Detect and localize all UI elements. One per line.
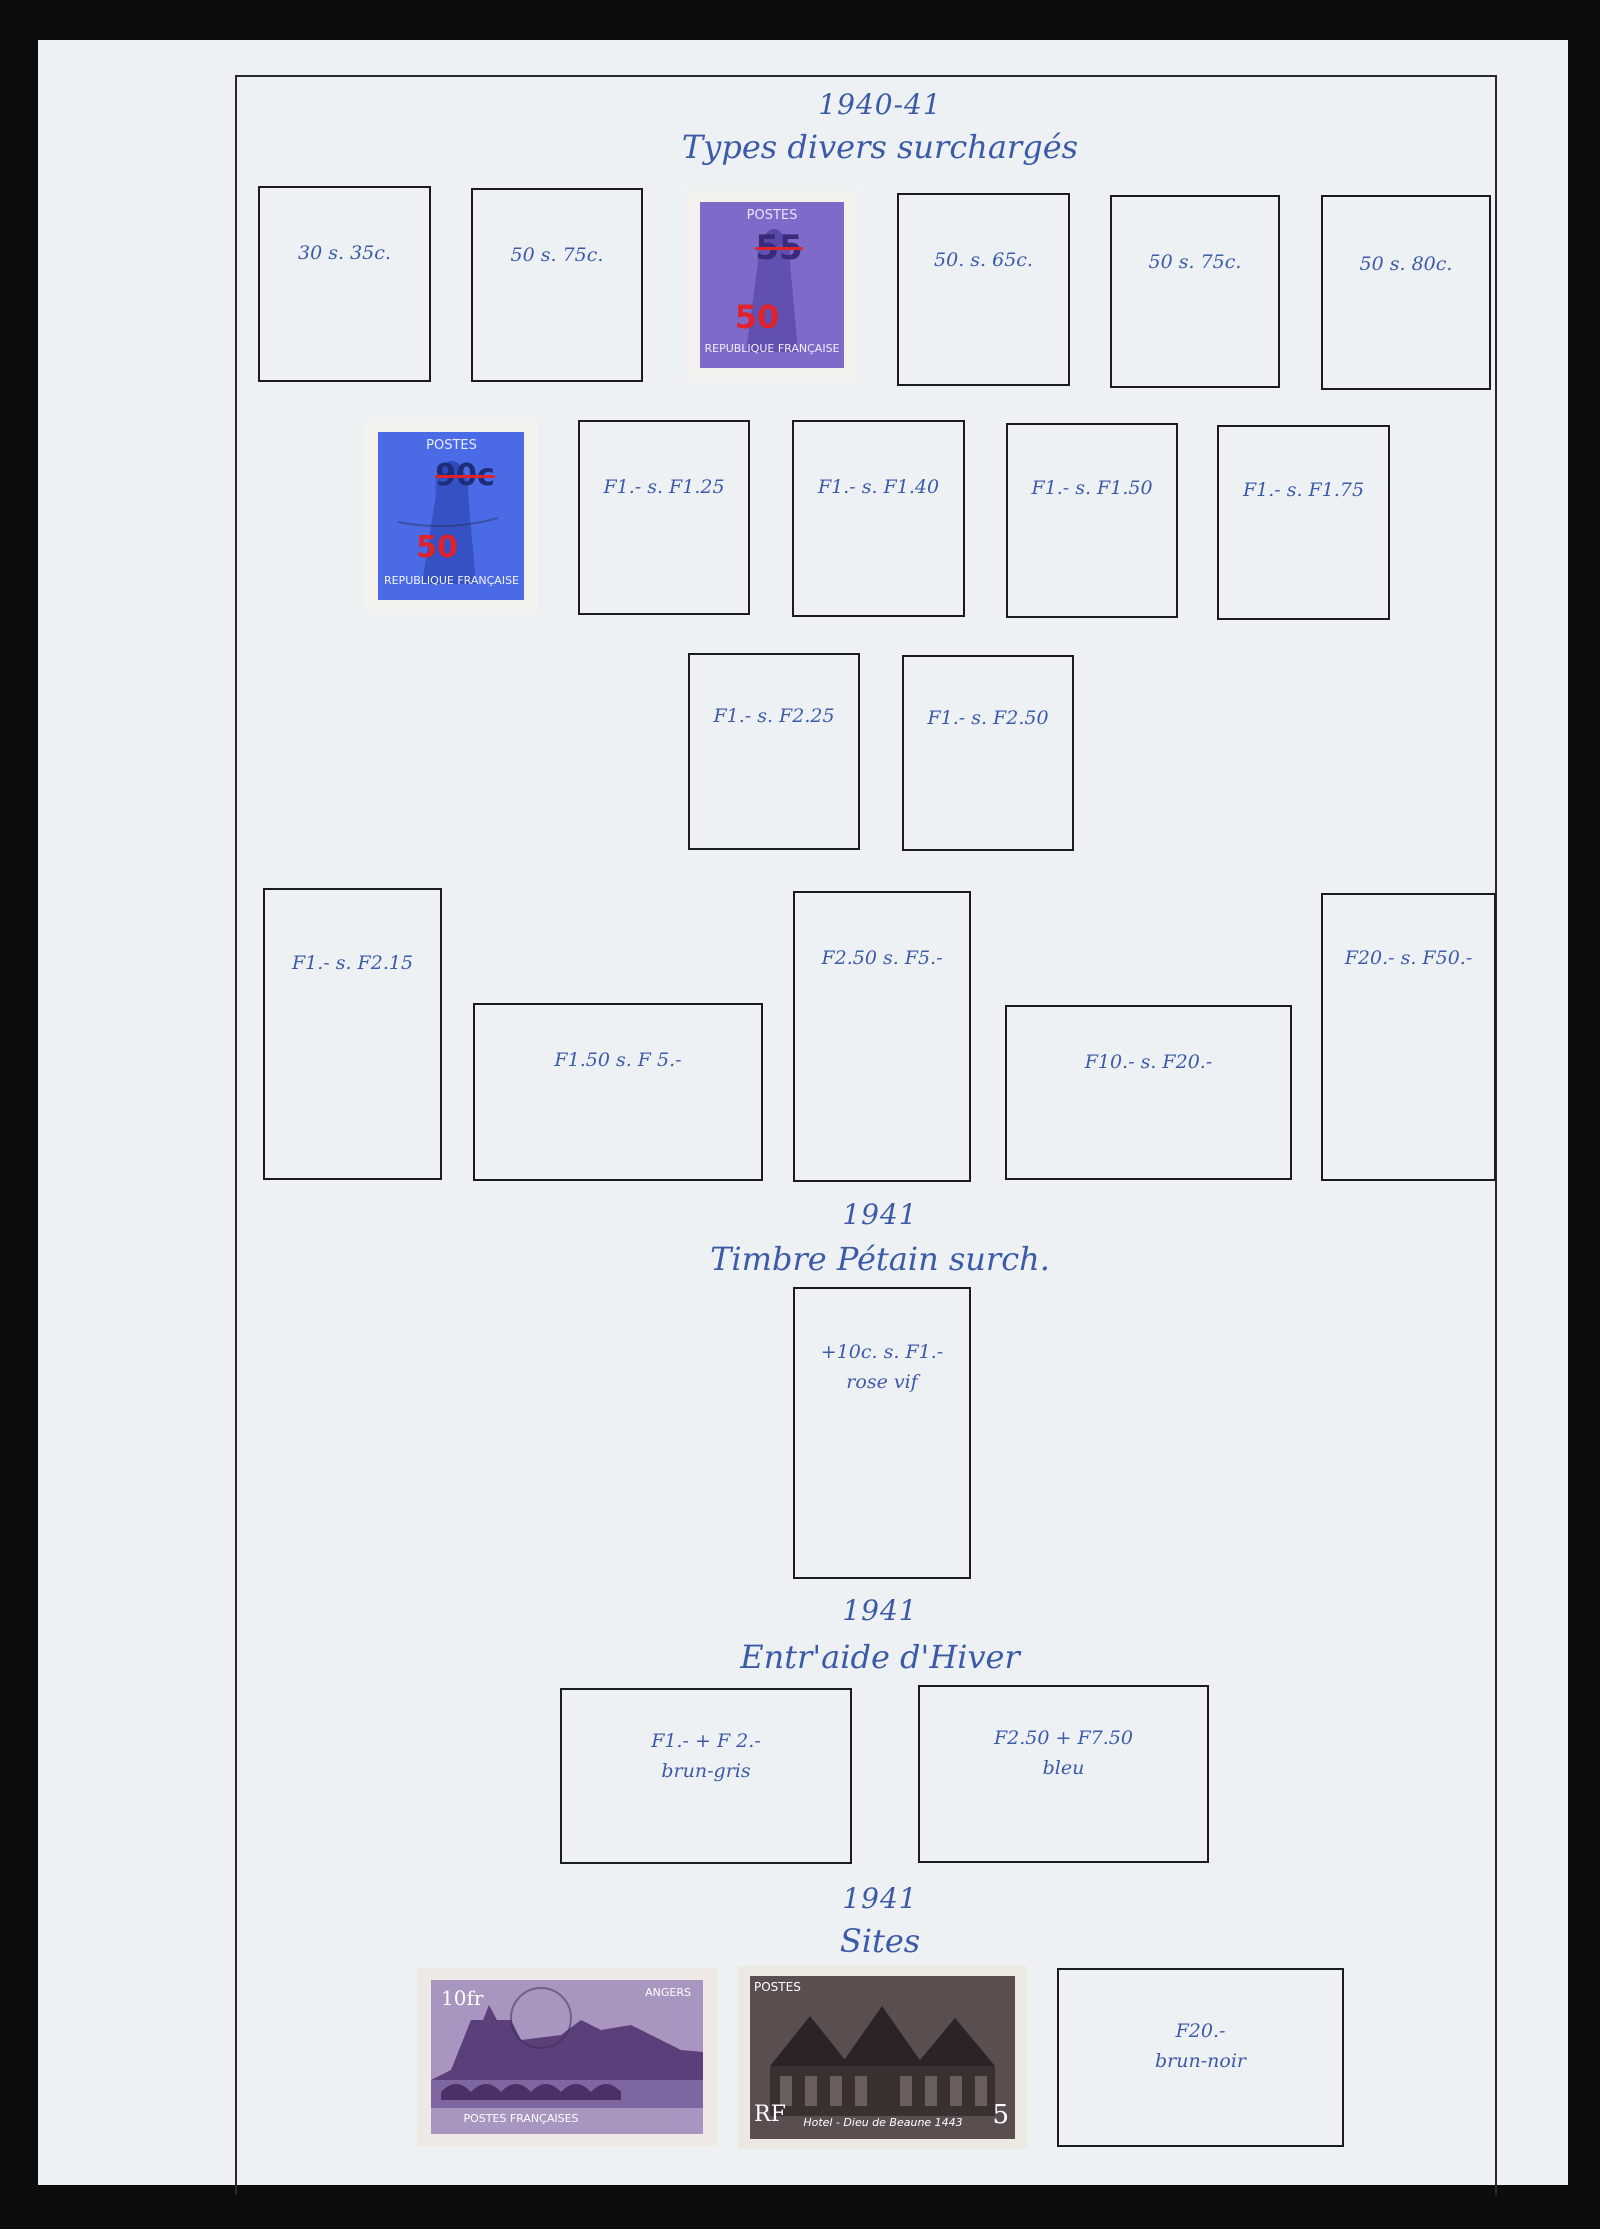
stamp-angers: 10fr ANGERS POSTES FRANÇAISES <box>417 1968 717 2146</box>
stamp-old-value: 55 <box>755 228 803 268</box>
slot-label: brun-gris <box>661 1760 751 1782</box>
stamp-slot: F1.- s. F2.15 <box>263 888 442 1180</box>
stamp-slot: F20.- s. F50.- <box>1321 893 1496 1181</box>
section-year-1940-41: 1940-41 <box>818 88 942 121</box>
slot-label: F1.- s. F2.15 <box>291 952 414 974</box>
section-year-1941: 1941 <box>842 1882 918 1915</box>
stamp-slot: F2.50 s. F5.- <box>793 891 971 1182</box>
stamp-slot: F1.- s. F2.50 <box>902 655 1074 851</box>
slot-label: F1.50 s. F 5.- <box>554 1049 682 1071</box>
angers-cityscape-icon <box>431 1980 703 2134</box>
stamp-slot: +10c. s. F1.- rose vif <box>793 1287 971 1579</box>
slot-label: 50 s. 80c. <box>1359 253 1453 275</box>
slot-label: 50. s. 65c. <box>934 249 1033 271</box>
section-year-1941: 1941 <box>842 1198 918 1231</box>
stamp-slot: 50. s. 65c. <box>897 193 1070 386</box>
section-title-sites: Sites <box>839 1922 921 1960</box>
stamp-postes-text: POSTES <box>426 438 477 453</box>
slot-label: F1.- s. F2.50 <box>927 707 1049 729</box>
stamp-slot: 30 s. 35c. <box>258 186 431 382</box>
stamp-slot: F1.50 s. F 5.- <box>473 1003 763 1181</box>
slot-label: 50 s. 75c. <box>510 244 604 266</box>
stamp-rf-text: RF <box>754 2102 786 2127</box>
stamp-slot: 50 s. 75c. <box>1110 195 1280 388</box>
album-page <box>38 40 1568 2185</box>
stamp-slot: F1.- s. F1.75 <box>1217 425 1390 620</box>
paix-figure-icon <box>746 229 798 352</box>
slot-label: 50 s. 75c. <box>1148 251 1242 273</box>
stamp-postes-text: POSTES <box>746 208 798 223</box>
slot-label: F10.- s. F20.- <box>1084 1051 1213 1073</box>
stamp-slot: F1.- s. F1.40 <box>792 420 965 617</box>
slot-label: F2.50 s. F5.- <box>821 947 943 969</box>
stamp-caption-text: Hotel - Dieu de Beaune 1443 <box>803 2116 963 2129</box>
slot-label: F1.- s. F1.50 <box>1031 477 1153 499</box>
stamp-slot: 50 s. 75c. <box>471 188 643 382</box>
slot-label: F20.- s. F50.- <box>1344 947 1473 969</box>
slot-label: +10c. s. F1.- <box>820 1341 944 1363</box>
slot-label: F20.- <box>1175 2020 1226 2042</box>
stamp-old-value: 90c <box>435 458 495 493</box>
page-frame <box>235 75 1497 2195</box>
stamp-slot: F1.- + F 2.- brun-gris <box>560 1688 852 1864</box>
slot-label: F1.- s. F1.75 <box>1242 479 1365 501</box>
section-year-1941: 1941 <box>842 1594 918 1627</box>
slot-label: F1.- + F 2.- <box>651 1730 761 1752</box>
section-title-entraide: Entr'aide d'Hiver <box>740 1638 1020 1676</box>
slot-label: bleu <box>1042 1757 1085 1779</box>
paix-figure-icon <box>397 461 499 584</box>
beaune-hospice-icon <box>750 1976 1015 2139</box>
stamp-paix-violet: POSTES 55 50 REPUBLIQUE FRANÇAISE <box>686 190 858 382</box>
stamp-country-text: REPUBLIQUE FRANÇAISE <box>383 574 519 587</box>
section-title-types-divers: Types divers surchargés <box>681 128 1079 166</box>
stamp-country-text: POSTES FRANÇAISES <box>463 2112 579 2125</box>
stamp-slot: F20.- brun-noir <box>1057 1968 1344 2147</box>
stamp-slot: F1.- s. F1.25 <box>578 420 750 615</box>
section-title-petain: Timbre Pétain surch. <box>710 1240 1050 1278</box>
stamp-place-text: ANGERS <box>645 1986 691 1999</box>
stamp-country-text: REPUBLIQUE FRANÇAISE <box>704 342 840 355</box>
slot-label: F1.- s. F1.25 <box>603 476 725 498</box>
slot-label: rose vif <box>846 1371 918 1393</box>
stamp-slot: 50 s. 80c. <box>1321 195 1491 390</box>
slot-label: F1.- s. F2.25 <box>713 705 835 727</box>
stamp-slot: F10.- s. F20.- <box>1005 1005 1292 1180</box>
stamp-surcharge-value: 50 <box>734 298 780 336</box>
stamp-slot: F1.- s. F2.25 <box>688 653 860 850</box>
slot-label: F1.- s. F1.40 <box>817 476 940 498</box>
stamp-paix-bleu: POSTES 90c 50 REPUBLIQUE FRANÇAISE <box>364 418 539 614</box>
slot-label: F2.50 + F7.50 <box>994 1727 1133 1749</box>
stamp-slot: F1.- s. F1.50 <box>1006 423 1178 618</box>
stamp-slot: F2.50 + F7.50 bleu <box>918 1685 1209 1863</box>
slot-label: brun-noir <box>1155 2050 1246 2072</box>
stamp-beaune: POSTES RF Hotel - Dieu de Beaune 1443 5 <box>738 1966 1027 2149</box>
stamp-value: 5 <box>992 2100 1009 2130</box>
stamp-value: 10fr <box>441 1986 484 2010</box>
stamp-postes-text: POSTES <box>754 1980 801 1994</box>
slot-label: 30 s. 35c. <box>298 242 391 264</box>
stamp-surcharge-value: 50 <box>416 530 458 565</box>
